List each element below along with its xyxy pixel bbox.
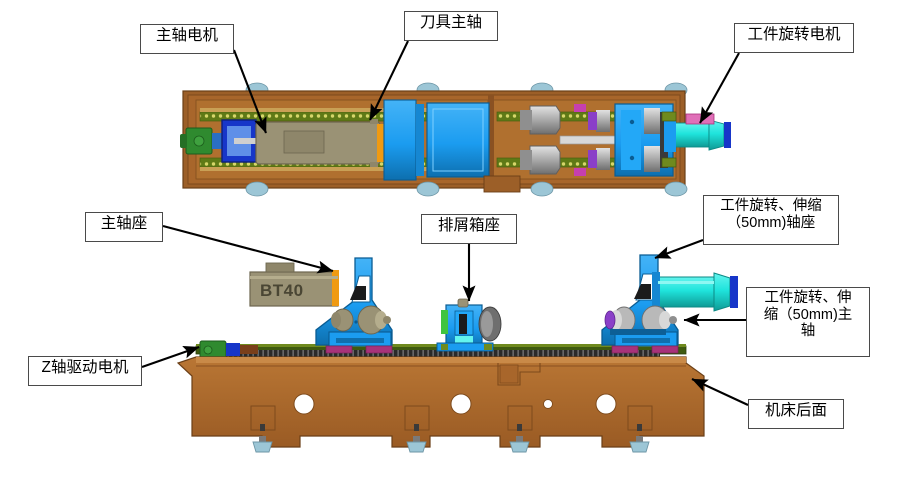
z-axis-drive-motor-elev (199, 340, 258, 361)
leveling-feet-elev (252, 436, 650, 453)
leveling-feet-bottom (245, 181, 688, 197)
leader-workpiece-axis-base (654, 239, 704, 259)
tool-spindle-carriage-plan (426, 102, 490, 178)
callout-workpiece-axis-spindle-line3: 轴 (800, 323, 816, 340)
leader-machine-bed-rear (691, 378, 749, 406)
callout-tool-spindle-line1: 刀具主轴 (419, 14, 482, 31)
spindle-base-assembly (249, 257, 393, 354)
callout-workpiece-rotation-motor: 工件旋转电机 (734, 23, 854, 53)
machine-bed-casting (176, 356, 705, 453)
callout-workpiece-axis-base-line2: （50mm)轴座 (726, 214, 816, 231)
callout-chip-box-base-line1: 排屑箱座 (437, 217, 500, 234)
workpiece-bearings-elev (604, 305, 677, 335)
front-elevation-view (176, 254, 738, 453)
spindle-motor-plan (255, 119, 384, 167)
leader-tool-spindle (369, 40, 409, 121)
leader-z-axis-drive-motor (141, 346, 200, 368)
spindle-bearings-elev (331, 305, 391, 335)
tool-spindle-plan (520, 104, 657, 176)
callout-workpiece-axis-spindle-line1: 工件旋转、伸 (764, 290, 852, 306)
z-motor-plan (180, 127, 222, 155)
top-plan-view (180, 82, 731, 197)
chip-box-base-assembly (436, 298, 502, 352)
callout-z-axis-drive-motor: Z轴驱动电机 (28, 356, 142, 386)
callout-spindle-base-line1: 主轴座 (100, 215, 148, 232)
leader-workpiece-rotation-motor (699, 52, 740, 124)
callout-workpiece-rotation-motor-line1: 工件旋转电机 (747, 26, 841, 43)
workpiece-spindle-cyan-elev (652, 272, 738, 312)
callout-chip-box-base: 排屑箱座 (421, 214, 517, 244)
callout-machine-bed-rear-line1: 机床后面 (764, 402, 827, 419)
callout-spindle-motor: 主轴电机 (140, 24, 234, 54)
callout-leader-lines (141, 40, 749, 406)
workpiece-rotation-motor-plan (664, 113, 731, 152)
callout-spindle-motor-line1: 主轴电机 (155, 27, 218, 44)
callout-machine-bed-rear: 机床后面 (748, 399, 844, 429)
callout-z-axis-drive-motor-line1: Z轴驱动电机 (41, 359, 129, 376)
workpiece-axis-base-assembly (601, 254, 738, 354)
callout-spindle-base: 主轴座 (85, 212, 163, 242)
callout-workpiece-axis-base: 工件旋转、伸缩 （50mm)轴座 (703, 195, 839, 245)
callout-workpiece-axis-spindle: 工件旋转、伸 缩（50mm)主 轴 (746, 287, 870, 357)
callout-tool-spindle: 刀具主轴 (404, 11, 498, 41)
part-label-bt40: BT40 (260, 281, 304, 300)
bt40-toolholder (249, 262, 339, 307)
leader-spindle-base (162, 224, 334, 274)
leader-spindle-motor (233, 49, 267, 134)
callout-workpiece-axis-spindle-line2: 缩（50mm)主 (763, 306, 853, 323)
callout-workpiece-axis-base-line1: 工件旋转、伸缩 (720, 198, 822, 214)
